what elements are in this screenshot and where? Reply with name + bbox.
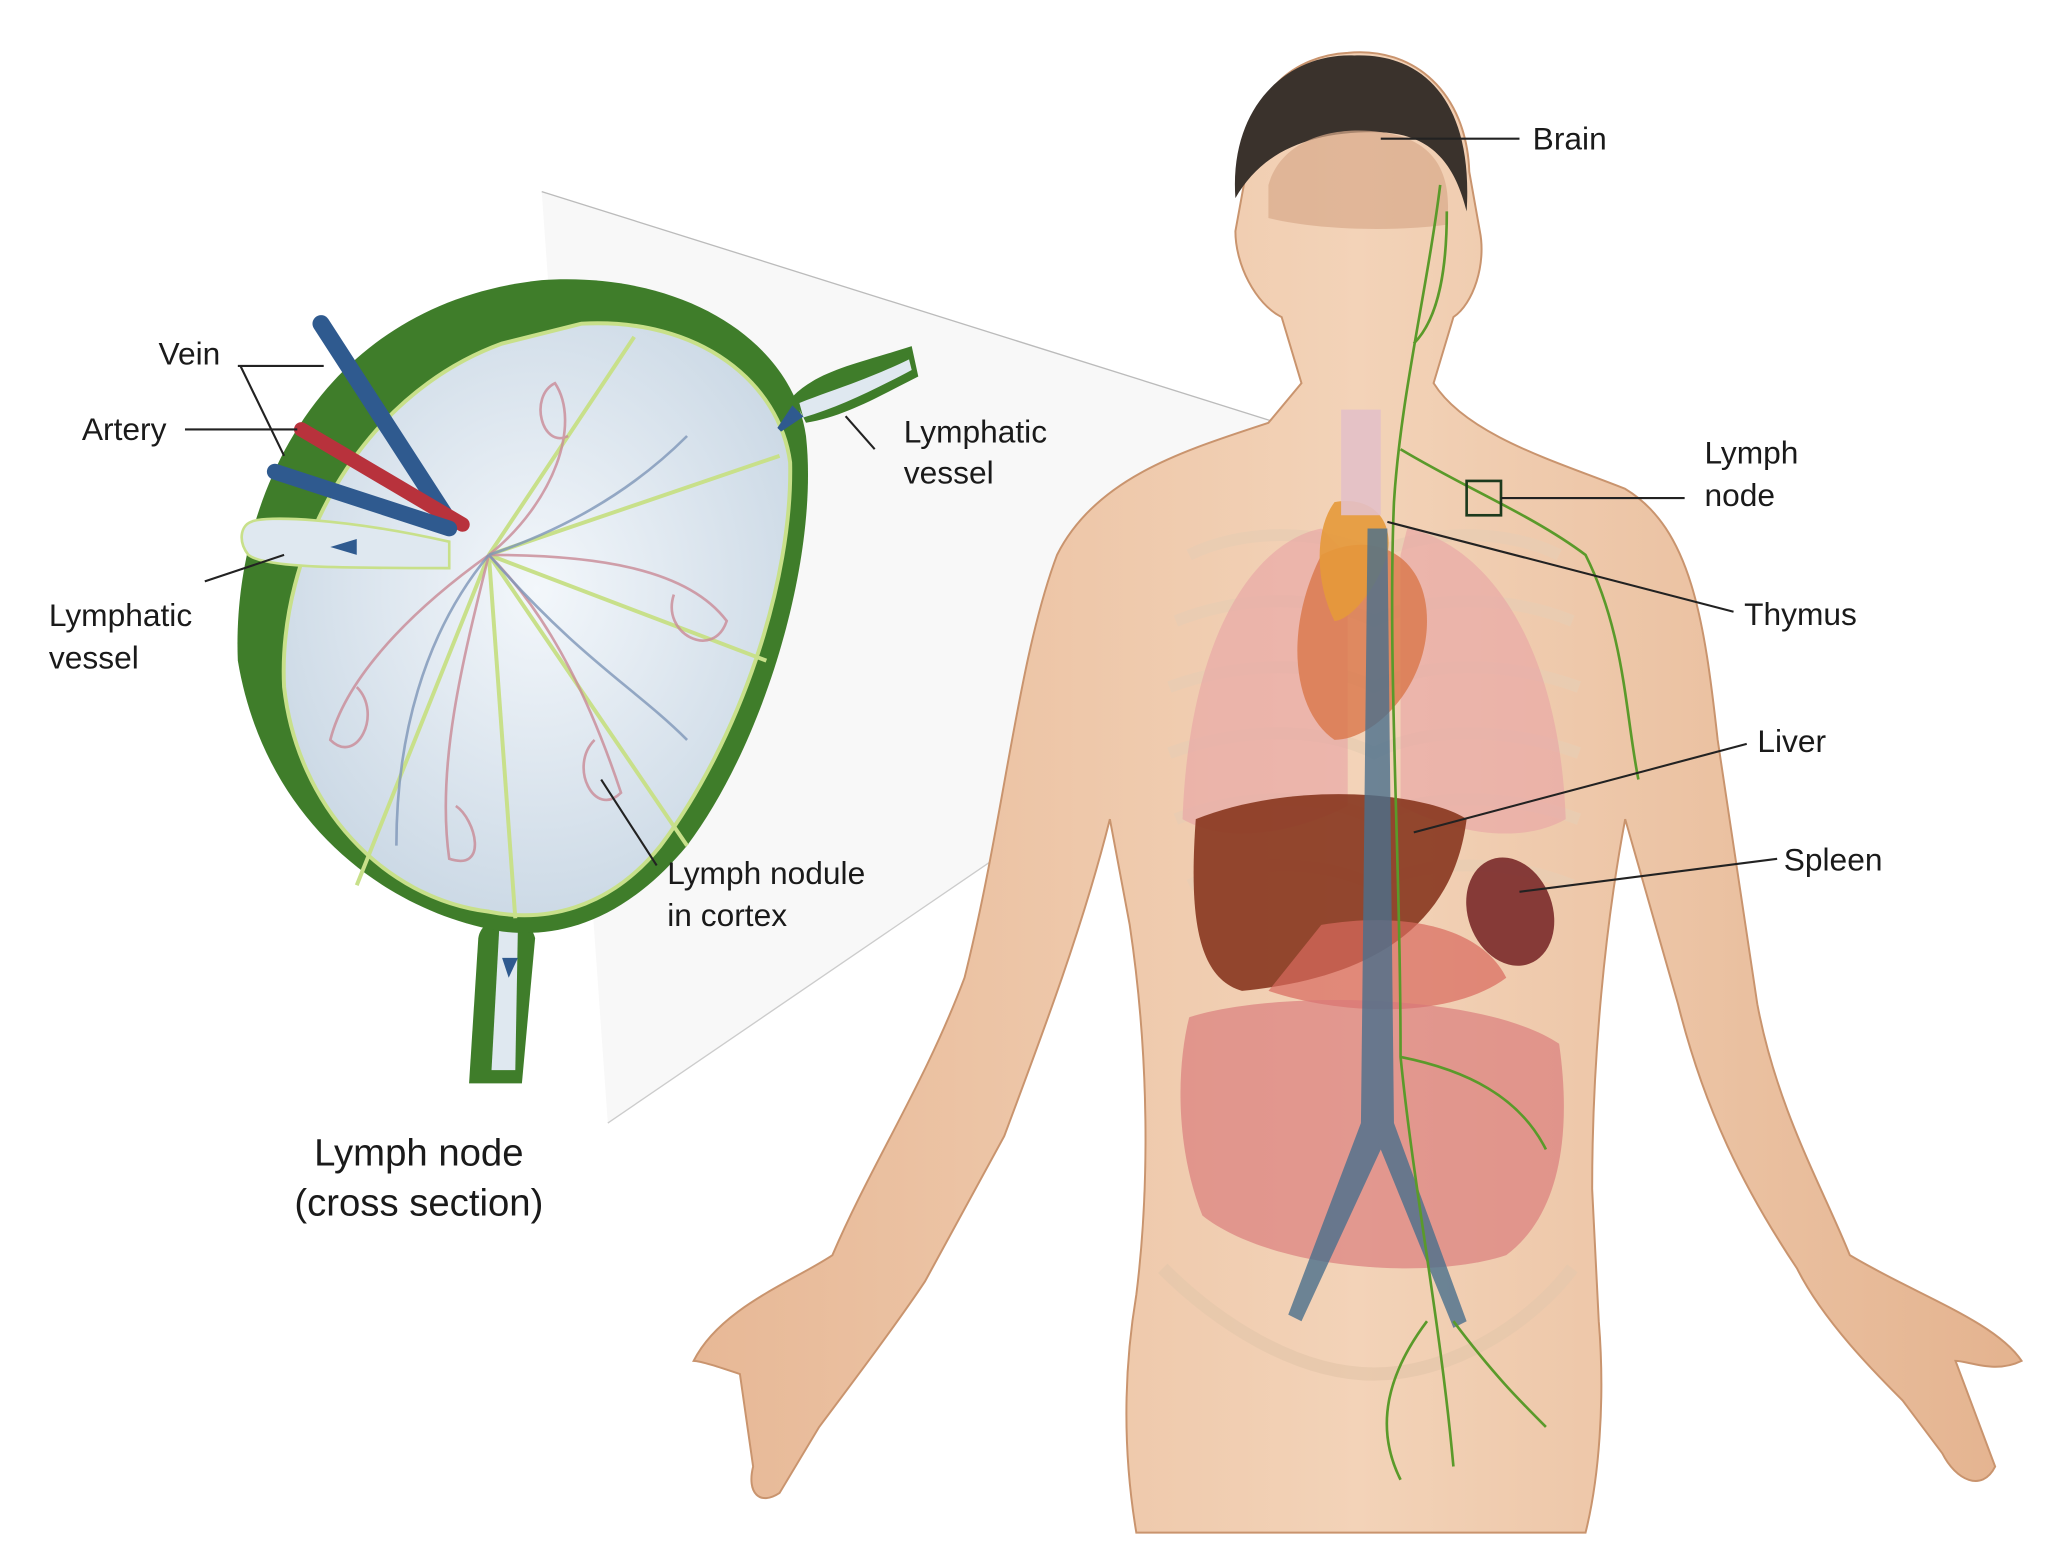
nodule-vessels bbox=[328, 381, 729, 863]
caption-line-1: Lymph node bbox=[314, 1131, 523, 1174]
spleen bbox=[1466, 857, 1555, 966]
label-lymph-nodule-2: in cortex bbox=[667, 897, 787, 933]
arrow-right bbox=[777, 405, 804, 432]
leader-lines bbox=[184, 137, 1778, 893]
label-lymph-node-1: Lymph bbox=[1704, 435, 1798, 471]
nodule-veins bbox=[395, 435, 689, 846]
label-thymus: Thymus bbox=[1744, 596, 1857, 632]
label-lymph-node-2: node bbox=[1704, 477, 1775, 513]
arrow-bottom bbox=[502, 957, 518, 978]
label-spleen: Spleen bbox=[1784, 842, 1883, 878]
caption-line-2: (cross section) bbox=[294, 1182, 543, 1225]
label-brain: Brain bbox=[1533, 120, 1607, 156]
label-lymphatic-vessel-left-2: vessel bbox=[49, 640, 139, 676]
trachea bbox=[1341, 409, 1381, 516]
trabeculae bbox=[354, 335, 781, 919]
label-vein: Vein bbox=[159, 336, 221, 372]
vein-upper bbox=[312, 315, 458, 531]
label-lymphatic-vessel-left-1: Lymphatic bbox=[49, 597, 192, 633]
body-silhouette bbox=[692, 51, 2024, 1534]
hair bbox=[1234, 55, 1468, 212]
lymph-node-cross-section bbox=[237, 279, 919, 1084]
lymphatic-vessels bbox=[1385, 184, 1640, 1481]
label-lymphatic-vessel-right-2: vessel bbox=[904, 455, 994, 491]
label-artery: Artery bbox=[82, 411, 167, 447]
arrow-left bbox=[330, 539, 357, 555]
aorta-vena-cava bbox=[1288, 528, 1467, 1328]
brain bbox=[1268, 130, 1449, 229]
liver bbox=[1193, 794, 1467, 991]
label-liver: Liver bbox=[1757, 723, 1826, 759]
vein-lower bbox=[266, 463, 458, 537]
artery bbox=[293, 422, 470, 532]
label-lymphatic-vessel-right-1: Lymphatic bbox=[904, 414, 1047, 450]
right-lung bbox=[1400, 528, 1566, 834]
label-lymph-nodule-1: Lymph nodule bbox=[667, 855, 865, 891]
pelvis bbox=[1158, 1263, 1578, 1381]
human-body-figure bbox=[692, 51, 2024, 1534]
